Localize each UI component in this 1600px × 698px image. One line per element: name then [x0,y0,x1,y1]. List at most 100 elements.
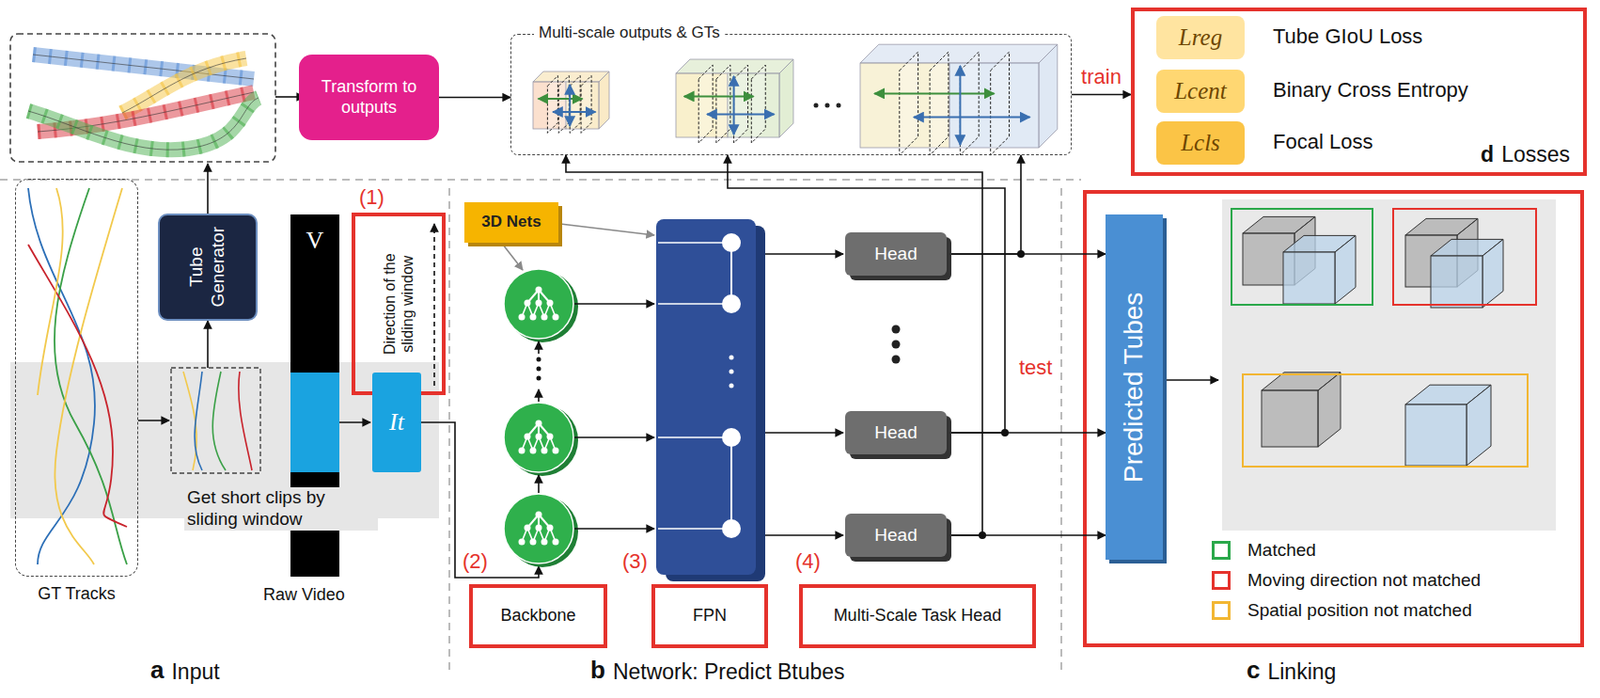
backbone-stage [503,493,574,564]
loss-name: Tube GIoU Loss [1272,24,1423,49]
stage-arrow [537,341,540,354]
motion-arrow [733,76,736,135]
fpn-node [721,518,741,538]
node-text: Backbone [500,605,576,627]
cuboid-face [1038,44,1058,148]
frame-slice [734,64,749,143]
motion-arrow [874,92,994,95]
fpn-dot [729,369,735,375]
icon-dot [518,313,526,321]
panel-title: Network: Predict Btubes [612,658,846,686]
panel-letter: b [590,655,606,685]
node-text: Predicted Tubes [1118,291,1151,482]
direction-box: Direction of the sliding window [351,212,446,395]
legend-text: Matched [1247,539,1317,561]
gt-track [54,188,123,565]
flow-arrow [206,163,209,215]
frame-slice [929,51,949,156]
node-text: Head [874,524,917,547]
icon-dot [541,313,549,321]
legend-swatch [1211,540,1231,560]
icon-dot [547,524,554,532]
flow-arrow [1164,378,1219,381]
clip-track [212,371,226,471]
icon-dot [535,420,543,427]
frame-slice [716,64,731,143]
node-text: Transform to outputs [298,77,440,118]
icon-dot [530,538,537,546]
node-text: Head [874,422,917,444]
cuboid-face [675,59,794,74]
linking-frame [1084,191,1583,645]
ellipsis-dot [836,103,842,109]
icon-dot [541,447,549,455]
caption: Raw Video [263,584,346,606]
node-text: d [1480,141,1494,169]
part-name-box: Multi-Scale Task Head [799,583,1036,648]
motion-arrow [706,113,775,116]
icon-dot [518,447,526,455]
loss-name: Binary Cross Entropy [1272,78,1469,103]
generator-box: Tube Generator [157,213,258,321]
junction-dot [1017,250,1025,258]
gt-track [28,188,95,565]
icon-dot [547,299,554,307]
fpn-dot [729,383,735,389]
ellipsis-dot [536,376,542,381]
cube-face [1261,390,1318,447]
frame-slice [547,75,558,133]
output-region: Multi-scale outputs & GTs [510,33,1072,156]
cube-face [1482,238,1504,308]
stage-to-fpn [574,436,655,439]
callout-number: (1) [359,185,385,210]
fpn-block [656,219,756,575]
flow-arrow [339,421,371,424]
ellipsis-dot [892,340,901,349]
node-text: Multi-Scale Task Head [833,605,1003,627]
3d-arrow [502,244,523,270]
tube-box [10,33,276,162]
fpn-to-head [765,533,844,536]
icon-dot [541,538,549,546]
gt-track [28,244,127,527]
edge-label: train [1081,64,1122,90]
loss-term: Lcent [1156,69,1245,113]
frame-slice [569,75,581,133]
legend-swatch [1211,570,1231,590]
cube-face [1334,235,1356,304]
3d-arrow [560,223,655,236]
cube-face [1317,372,1341,447]
cuboid-face [533,71,610,82]
icon-dot [552,447,560,455]
icon-dot [530,313,537,321]
clip-box [171,367,261,473]
part-name-box: Backbone [469,583,608,648]
icon-dot [535,511,543,518]
net-box: 3D Nets [464,202,559,243]
tube-box: Predicted Tubes [1105,214,1163,560]
junction-dot [978,531,987,539]
node-text: FPN [692,605,727,627]
fpn-line [730,440,733,529]
callout-number: (2) [462,549,488,574]
legend-row: Spatial position not matched [1211,599,1473,621]
match-box [1242,374,1528,467]
legend-text: Spatial position not matched [1247,599,1473,621]
ellipsis-dot [814,103,819,109]
icon-dot [535,299,543,307]
cube-face [1283,251,1335,304]
motion-arrow [552,110,597,113]
head-box: Head [845,410,947,455]
clip-track [238,371,252,471]
loss-term: Lreg [1156,15,1245,60]
legend-text: Moving direction not matched [1247,569,1481,591]
icon-dot [535,433,543,440]
fpn-to-head [765,252,844,255]
connector [565,155,983,535]
motion-arrow [913,116,1031,119]
node-text: Head [874,243,917,266]
legend-swatch [1211,600,1231,620]
motion-arrow [958,65,961,145]
